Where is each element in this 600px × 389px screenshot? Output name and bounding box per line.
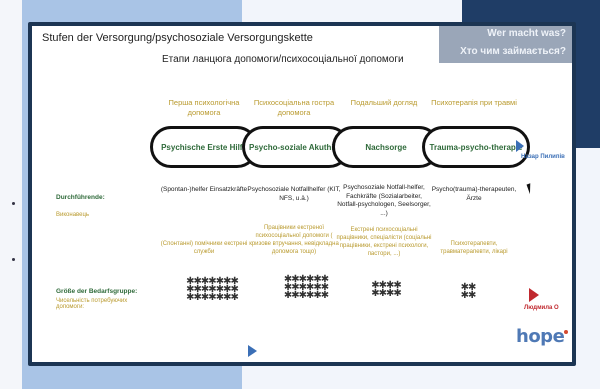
stage-1-crowd-icon: ✱✱✱✱✱✱✱✱✱✱✱✱✱✱✱✱✱✱✱✱✱ [186,276,239,303]
stage-3-crowd-icon: ✱✱✱✱✱✱✱✱ [371,280,401,299]
participant-pointer-icon-bottom [248,345,257,357]
stage-1-pill: Psychische Erste Hilfe [150,126,258,168]
left-background [0,0,22,389]
stage-4-crowd-icon: ✱✱✱✱ [460,282,477,301]
participant-pointer-icon-red [529,288,539,302]
stage-4-performers: Psycho(trauma)-therapeuten, Ärzte [431,186,517,202]
stage-4-pill: Trauma-psycho-therapie [422,126,530,168]
hope-logo: hope [516,326,569,347]
performers-label-de: Durchführende: [56,194,105,201]
mouse-cursor-icon [526,181,538,195]
slide-title-de: Stufen der Versorgung/psychosoziale Vers… [42,32,313,44]
stage-4-performers-uk: Психотерапевти, травматерапевти, лікарі [440,241,508,255]
participant-name-nazar: Назар Пилипів [521,154,565,160]
stage-3-title-uk: Подальший догляд [350,98,418,107]
stage-2-performers: Psychosoziale Notfallhelfer (KIT, NFS, u… [247,186,341,202]
stage-4-title-uk: Психотерапія при травмі [431,98,517,107]
left-dot [12,202,15,205]
left-dot [12,258,15,261]
stage-1-performers: (Spontan-)helfer Einsatzkräfte [160,186,248,193]
who-title-de: Wer macht was? [487,28,566,39]
performers-label-uk: Виконавець [56,212,90,218]
stage-3-performers: Psychosoziale Notfall-helfer, Fachkräfte… [337,184,431,217]
group-size-label-de: Größe der Bedarfsgruppe: [56,288,138,295]
presentation-slide: Stufen der Versorgung/psychosoziale Vers… [32,26,572,362]
who-does-what-box: Wer macht was? Хто чим займається? [439,26,572,63]
participant-pointer-icon [516,140,524,152]
stage-2-performers-uk: Працівники екстреної психосоціальної доп… [249,225,339,255]
slide-title-uk: Етапи ланцюга допомоги/психосоціальної д… [162,54,404,65]
stage-2-title-uk: Психосоціальна гостра допомога [253,98,335,117]
stage-2-crowd-icon: ✱✱✱✱✱✱✱✱✱✱✱✱✱✱✱✱✱✱ [283,274,329,301]
group-size-label-uk: Чисельність потребуючих допомоги: [56,298,128,310]
stage-1-title-uk: Перша психологічна допомога [168,98,240,117]
stage-1-performers-uk: (Спонтанні) помічники екстрені служби [160,241,248,255]
participant-name-ludmila: Людмила О [524,305,559,311]
stage-3-performers-uk: Екстрені психосоціальні працівники, спец… [336,227,432,257]
who-title-uk: Хто чим займається? [460,46,566,57]
